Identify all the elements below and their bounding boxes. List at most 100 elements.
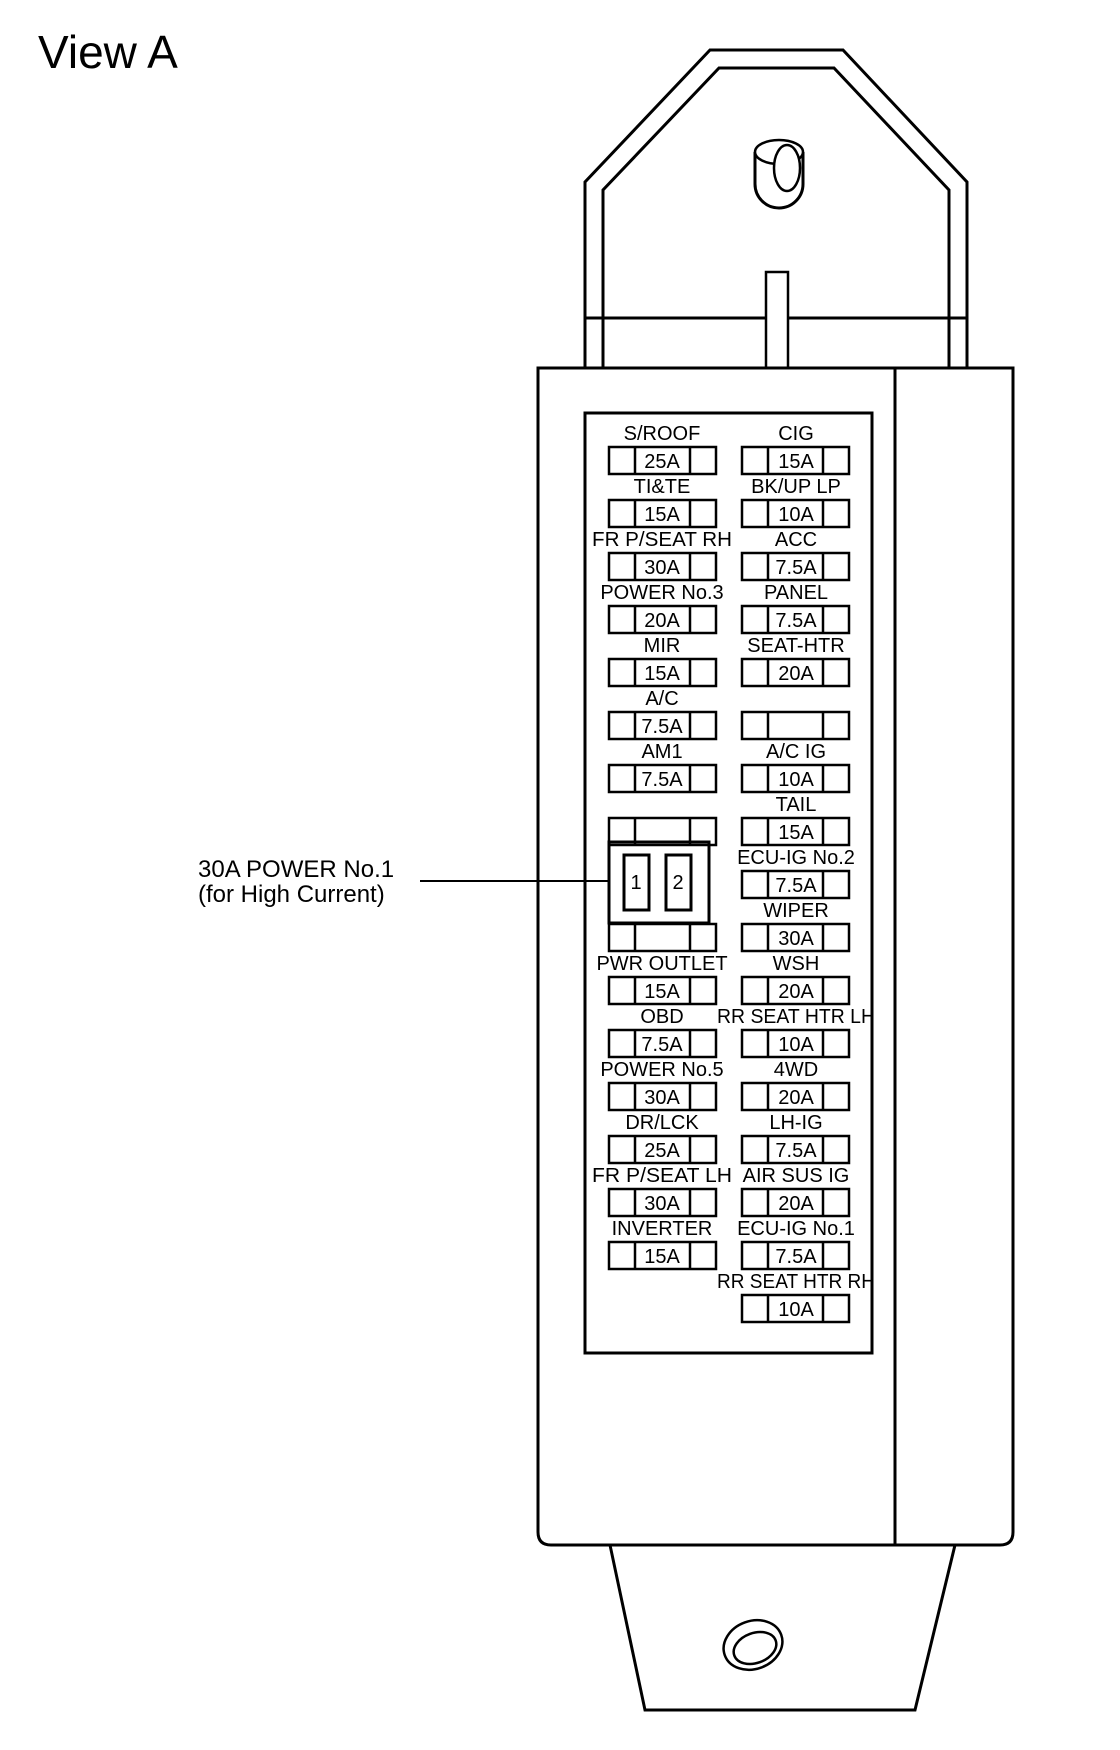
fuse-label: LH-IG bbox=[769, 1112, 822, 1134]
fuse-right-16[interactable]: RR SEAT HTR RH 10A bbox=[717, 1271, 875, 1324]
fuse-right-1[interactable]: CIG 15A bbox=[740, 423, 851, 476]
fuse-label: RR SEAT HTR RH bbox=[717, 1271, 875, 1293]
fuse-rating: 7.5A bbox=[775, 610, 817, 632]
fuse-right-5[interactable]: SEAT-HTR 20A bbox=[740, 635, 851, 688]
fuse-left-4[interactable]: POWER No.3 20A bbox=[600, 582, 724, 635]
fuse-right-14[interactable]: AIR SUS IG 20A bbox=[740, 1165, 851, 1218]
bottom-mounting-hole-icon bbox=[722, 1618, 784, 1672]
fuse-rating: 10A bbox=[778, 504, 814, 526]
fuse-rating: 15A bbox=[644, 504, 680, 526]
callout-line-2: (for High Current) bbox=[198, 881, 385, 908]
fuse-rating: 20A bbox=[778, 1193, 814, 1215]
fuse-left-13[interactable]: INVERTER 15A bbox=[607, 1218, 718, 1271]
fuse-rating: 30A bbox=[644, 1193, 680, 1215]
fuse-right-2[interactable]: BK/UP LP 10A bbox=[740, 476, 851, 529]
fuse-rating: 30A bbox=[778, 928, 814, 950]
fuse-rating: 25A bbox=[644, 451, 680, 473]
fuse-left-5[interactable]: MIR 15A bbox=[607, 635, 718, 688]
view-title: View A bbox=[38, 26, 178, 78]
fuse-label: MIR bbox=[644, 635, 681, 657]
fuse-left-7[interactable]: AM1 7.5A bbox=[607, 741, 718, 794]
fuse-rating: 25A bbox=[644, 1140, 680, 1162]
fuse-right-11[interactable]: RR SEAT HTR LH 10A bbox=[717, 1006, 875, 1059]
fuse-label: AM1 bbox=[641, 741, 682, 763]
fuse-rating: 15A bbox=[778, 451, 814, 473]
fuse-label: RR SEAT HTR LH bbox=[717, 1006, 875, 1028]
fuse-label: SEAT-HTR bbox=[747, 635, 844, 657]
callout-line-1: 30A POWER No.1 bbox=[198, 856, 394, 883]
fuse-label: POWER No.5 bbox=[600, 1059, 723, 1081]
relay-callout: 30A POWER No.1 (for High Current) bbox=[198, 856, 609, 908]
fuse-rating: 30A bbox=[644, 1087, 680, 1109]
fuse-left-10[interactable]: POWER No.5 30A bbox=[600, 1059, 724, 1112]
fuse-rating: 30A bbox=[644, 557, 680, 579]
fuse-left-6[interactable]: A/C 7.5A bbox=[607, 688, 718, 741]
fuse-rating: 20A bbox=[644, 610, 680, 632]
fuse-label: ECU-IG No.1 bbox=[737, 1218, 855, 1240]
fuse-slot-empty[interactable] bbox=[607, 922, 718, 953]
fuse-label: WSH bbox=[773, 953, 820, 975]
top-mounting-hole-icon bbox=[753, 138, 805, 210]
fuse-left-8[interactable]: PWR OUTLET 15A bbox=[596, 953, 728, 1006]
fuse-rating: 10A bbox=[778, 1299, 814, 1321]
fuse-rating: 10A bbox=[778, 1034, 814, 1056]
fuse-right-8[interactable]: ECU-IG No.2 7.5A bbox=[737, 847, 855, 900]
fuse-label: PANEL bbox=[764, 582, 828, 604]
fuse-label: WIPER bbox=[763, 900, 829, 922]
fuse-rating: 20A bbox=[778, 981, 814, 1003]
fuse-right-10[interactable]: WSH 20A bbox=[740, 953, 851, 1006]
fuse-rating: 7.5A bbox=[641, 716, 683, 738]
fuse-rating: 7.5A bbox=[775, 1246, 817, 1268]
fuse-label: INVERTER bbox=[612, 1218, 713, 1240]
fuse-label: ECU-IG No.2 bbox=[737, 847, 855, 869]
fuse-label: 4WD bbox=[774, 1059, 818, 1081]
fuse-right-15[interactable]: ECU-IG No.1 7.5A bbox=[737, 1218, 855, 1271]
fuse-left-11[interactable]: DR/LCK 25A bbox=[607, 1112, 718, 1165]
fuse-rating: 7.5A bbox=[641, 1034, 683, 1056]
fuse-rating: 15A bbox=[644, 981, 680, 1003]
fuse-label: CIG bbox=[778, 423, 814, 445]
fuse-label: ACC bbox=[775, 529, 817, 551]
fuse-box-body bbox=[536, 366, 1015, 1547]
fuse-label: FR P/SEAT LH bbox=[592, 1165, 732, 1187]
fuse-label: DR/LCK bbox=[625, 1112, 699, 1134]
relay-high-current[interactable]: 1 2 bbox=[607, 840, 711, 925]
fuse-label: PWR OUTLET bbox=[596, 953, 727, 975]
fuse-rating: 20A bbox=[778, 1087, 814, 1109]
fuse-label: S/ROOF bbox=[624, 423, 701, 445]
fuse-label: TI&TE bbox=[634, 476, 691, 498]
fuse-label: POWER No.3 bbox=[600, 582, 723, 604]
fuse-label: A/C bbox=[645, 688, 678, 710]
fuse-left-3[interactable]: FR P/SEAT RH 30A bbox=[592, 529, 732, 582]
fuse-label: FR P/SEAT RH bbox=[592, 529, 732, 551]
fuse-right-4[interactable]: PANEL 7.5A bbox=[740, 582, 851, 635]
fuse-rating: 7.5A bbox=[775, 557, 817, 579]
relay-pin-2-label: 2 bbox=[672, 872, 683, 894]
fuse-rating: 20A bbox=[778, 663, 814, 685]
fuse-right-13[interactable]: LH-IG 7.5A bbox=[740, 1112, 851, 1165]
fuse-label: BK/UP LP bbox=[751, 476, 841, 498]
fuse-rating: 7.5A bbox=[775, 875, 817, 897]
fuse-rating: 15A bbox=[644, 1246, 680, 1268]
fuse-right-3[interactable]: ACC 7.5A bbox=[740, 529, 851, 582]
fuse-rating: 7.5A bbox=[641, 769, 683, 791]
fuse-rating: 10A bbox=[778, 769, 814, 791]
fuse-left-12[interactable]: FR P/SEAT LH 30A bbox=[592, 1165, 732, 1218]
fuse-label: TAIL bbox=[776, 794, 817, 816]
top-bracket bbox=[583, 48, 969, 370]
fuse-rating: 7.5A bbox=[775, 1140, 817, 1162]
fuse-rating: 15A bbox=[644, 663, 680, 685]
bottom-bracket bbox=[608, 1544, 957, 1712]
fuse-left-2[interactable]: TI&TE 15A bbox=[607, 476, 718, 529]
fuse-label: AIR SUS IG bbox=[743, 1165, 850, 1187]
fuse-left-1[interactable]: S/ROOF 25A bbox=[607, 423, 718, 476]
fuse-right-9[interactable]: WIPER 30A bbox=[740, 900, 851, 953]
fuse-slot-empty[interactable] bbox=[740, 710, 851, 741]
relay-pin-1-label: 1 bbox=[630, 872, 641, 894]
